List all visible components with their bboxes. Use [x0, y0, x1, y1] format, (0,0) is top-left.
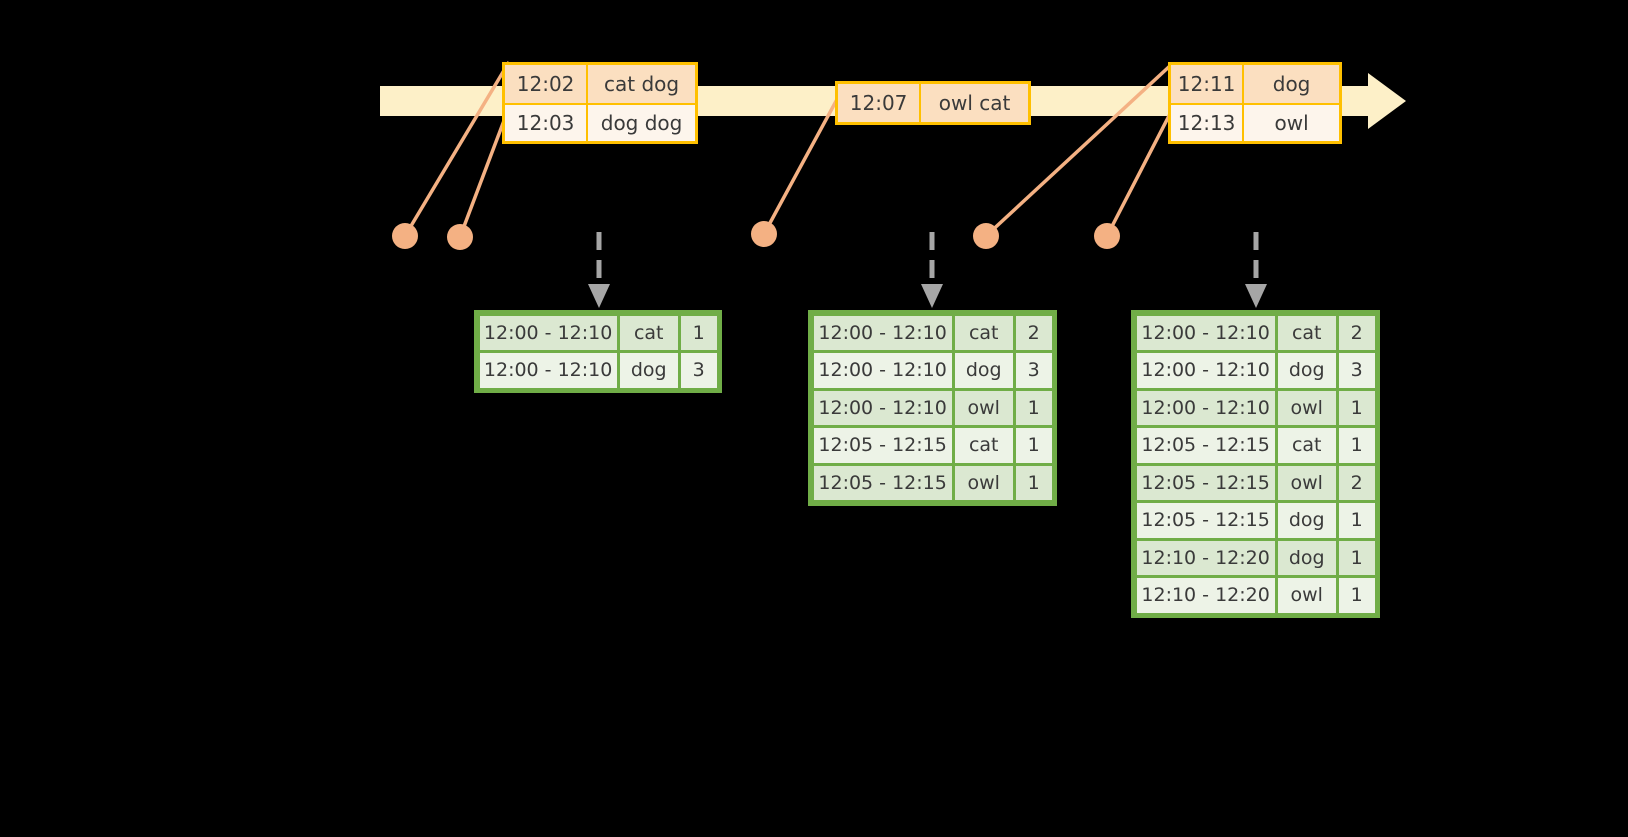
table-row: 12:00 - 12:10 dog 3: [1135, 352, 1376, 390]
table-row: 12:10 - 12:20 dog 1: [1135, 539, 1376, 577]
event-row: 12:07 owl cat: [838, 84, 1028, 122]
cell-window: 12:10 - 12:20: [1136, 578, 1275, 613]
event-payload: owl: [1244, 105, 1339, 141]
result-table-after-12-07: 12:00 - 12:10 cat 2 12:00 - 12:10 dog 3 …: [808, 310, 1057, 506]
table-row: 12:05 - 12:15 dog 1: [1135, 502, 1376, 540]
cell-window: 12:05 - 12:15: [1136, 465, 1275, 500]
cell-count: 1: [1338, 503, 1375, 538]
event-box-1: 12:02 cat dog 12:03 dog dog: [502, 62, 698, 144]
event-row: 12:13 owl: [1171, 103, 1339, 141]
cell-key: dog: [619, 353, 678, 388]
event-row: 12:02 cat dog: [505, 65, 695, 103]
cell-count: 1: [1338, 390, 1375, 425]
down-arrow-to-table-3: [1245, 232, 1267, 308]
cell-count: 1: [680, 315, 717, 350]
cell-window: 12:05 - 12:15: [813, 428, 952, 463]
cell-key: dog: [1277, 503, 1336, 538]
cell-window: 12:05 - 12:15: [1136, 428, 1275, 463]
cell-count: 1: [1015, 428, 1052, 463]
table-row: 12:00 - 12:10 cat 2: [1135, 314, 1376, 352]
event-payload: dog: [1244, 65, 1339, 103]
cell-key: owl: [954, 465, 1013, 500]
connector-line-5: [1105, 109, 1174, 237]
table-row: 12:00 - 12:10 cat 2: [812, 314, 1053, 352]
cell-window: 12:00 - 12:10: [813, 353, 952, 388]
event-time: 12:13: [1171, 105, 1245, 141]
cell-key: dog: [954, 353, 1013, 388]
cell-key: cat: [1277, 428, 1336, 463]
event-box-3: 12:11 dog 12:13 owl: [1168, 62, 1342, 144]
cell-window: 12:00 - 12:10: [479, 353, 617, 388]
cell-count: 2: [1338, 465, 1375, 500]
down-arrow-to-table-1: [588, 232, 610, 308]
connector-dot-3: [751, 221, 777, 247]
cell-count: 1: [1338, 578, 1375, 613]
event-payload: cat dog: [588, 65, 695, 103]
cell-count: 1: [1015, 390, 1052, 425]
right-arrow-icon: [1368, 73, 1406, 129]
table-row: 12:05 - 12:15 owl 1: [812, 464, 1053, 502]
cell-window: 12:00 - 12:10: [813, 390, 952, 425]
cell-key: cat: [619, 315, 678, 350]
connector-dot-4: [973, 223, 999, 249]
cell-count: 2: [1338, 315, 1375, 350]
cell-count: 1: [1338, 540, 1375, 575]
cell-key: owl: [1277, 390, 1336, 425]
connector-dot-1: [392, 223, 418, 249]
cell-key: owl: [1277, 578, 1336, 613]
cell-count: 3: [1015, 353, 1052, 388]
table-row: 12:05 - 12:15 cat 1: [1135, 427, 1376, 465]
cell-key: dog: [1277, 540, 1336, 575]
cell-count: 3: [680, 353, 717, 388]
connector-dot-2: [447, 224, 473, 250]
event-payload: dog dog: [588, 105, 695, 141]
cell-key: dog: [1277, 353, 1336, 388]
cell-key: cat: [954, 428, 1013, 463]
cell-window: 12:00 - 12:10: [1136, 315, 1275, 350]
connector-dot-5: [1094, 223, 1120, 249]
event-time: 12:03: [505, 105, 589, 141]
table-row: 12:00 - 12:10 owl 1: [812, 389, 1053, 427]
cell-window: 12:10 - 12:20: [1136, 540, 1275, 575]
event-box-2: 12:07 owl cat: [835, 81, 1031, 125]
table-row: 12:05 - 12:15 owl 2: [1135, 464, 1376, 502]
cell-window: 12:00 - 12:10: [1136, 390, 1275, 425]
table-row: 12:05 - 12:15 cat 1: [812, 427, 1053, 465]
event-time: 12:11: [1171, 65, 1245, 103]
cell-window: 12:00 - 12:10: [479, 315, 617, 350]
table-row: 12:00 - 12:10 owl 1: [1135, 389, 1376, 427]
cell-count: 1: [1338, 428, 1375, 463]
event-payload: owl cat: [921, 84, 1028, 122]
result-table-after-12-03: 12:00 - 12:10 cat 1 12:00 - 12:10 dog 3: [474, 310, 722, 393]
event-row: 12:03 dog dog: [505, 103, 695, 141]
cell-key: cat: [954, 315, 1013, 350]
cell-window: 12:00 - 12:10: [1136, 353, 1275, 388]
table-row: 12:00 - 12:10 dog 3: [478, 352, 718, 390]
cell-key: cat: [1277, 315, 1336, 350]
cell-key: owl: [954, 390, 1013, 425]
cell-window: 12:00 - 12:10: [813, 315, 952, 350]
cell-window: 12:05 - 12:15: [1136, 503, 1275, 538]
event-time: 12:02: [505, 65, 589, 103]
cell-count: 1: [1015, 465, 1052, 500]
down-arrow-to-table-2: [921, 232, 943, 308]
result-table-after-12-13: 12:00 - 12:10 cat 2 12:00 - 12:10 dog 3 …: [1131, 310, 1380, 618]
cell-key: owl: [1277, 465, 1336, 500]
cell-window: 12:05 - 12:15: [813, 465, 952, 500]
cell-count: 2: [1015, 315, 1052, 350]
cell-count: 3: [1338, 353, 1375, 388]
table-row: 12:00 - 12:10 dog 3: [812, 352, 1053, 390]
event-row: 12:11 dog: [1171, 65, 1339, 103]
table-row: 12:00 - 12:10 cat 1: [478, 314, 718, 352]
table-row: 12:10 - 12:20 owl 1: [1135, 577, 1376, 615]
connector-line-2: [458, 117, 507, 238]
event-time: 12:07: [838, 84, 922, 122]
